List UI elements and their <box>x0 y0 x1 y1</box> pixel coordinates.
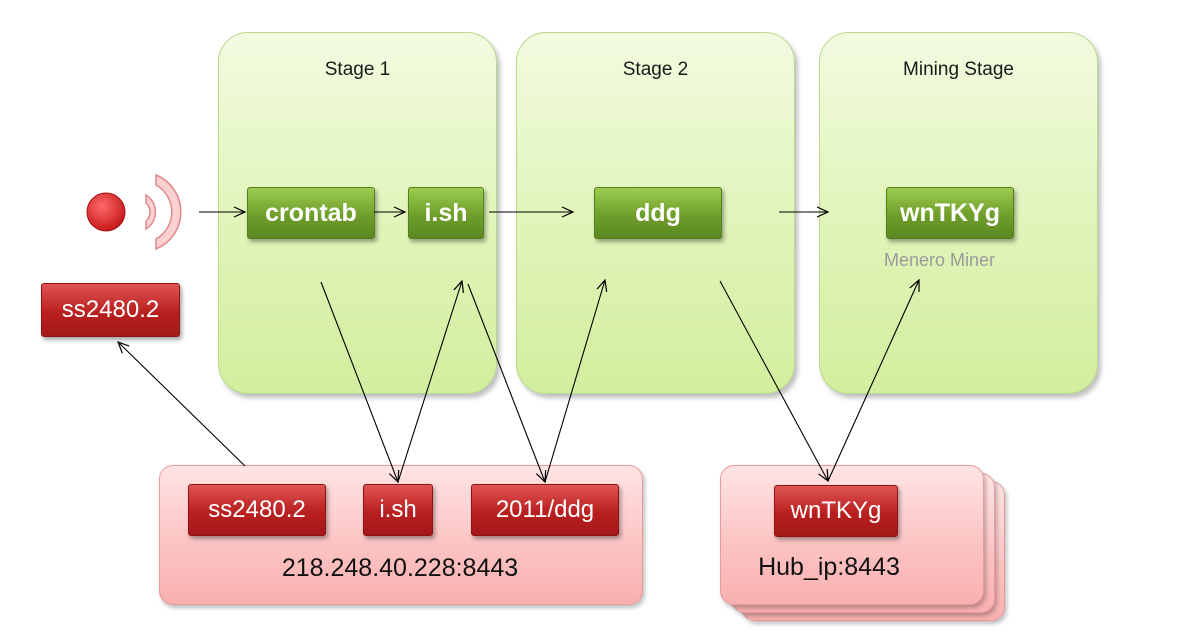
ish-box: i.sh <box>408 187 484 239</box>
arrow-server-to-ss2480 <box>118 342 246 467</box>
server-2-item-wntkyg: wnTKYg <box>774 485 898 537</box>
ddg-box: ddg <box>594 187 722 239</box>
mining-stage-title: Mining Stage <box>903 59 1014 80</box>
stage-1-title: Stage 1 <box>324 59 391 80</box>
arrow-server-wntkyg-to-wntkyg <box>827 280 919 482</box>
server-1-item-ish: i.sh <box>363 484 433 536</box>
arrow-crontab-to-server-ish <box>320 281 398 482</box>
server-1-item-ss2480: ss2480.2 <box>188 484 326 536</box>
stage-2-title: Stage 2 <box>622 59 689 80</box>
arrow-ddg-to-server-wntkyg <box>719 280 828 481</box>
menero-miner-label: Menero Miner <box>884 250 996 270</box>
wntkyg-box: wnTKYg <box>886 187 1014 239</box>
arrow-ish-to-server-ddg <box>467 283 545 482</box>
arrow-server-ish-to-ish <box>397 281 462 483</box>
server-1-address: 218.248.40.228:8443 <box>281 554 519 582</box>
server-2-address: Hub_ip:8443 <box>758 553 900 581</box>
arrow-server-ddg-to-ddg <box>544 280 605 483</box>
crontab-box: crontab <box>247 187 375 239</box>
server-1-item-ddg: 2011/ddg <box>471 484 619 536</box>
signal-broadcast-icon <box>86 173 182 251</box>
ss2480-box-left: ss2480.2 <box>41 283 180 337</box>
